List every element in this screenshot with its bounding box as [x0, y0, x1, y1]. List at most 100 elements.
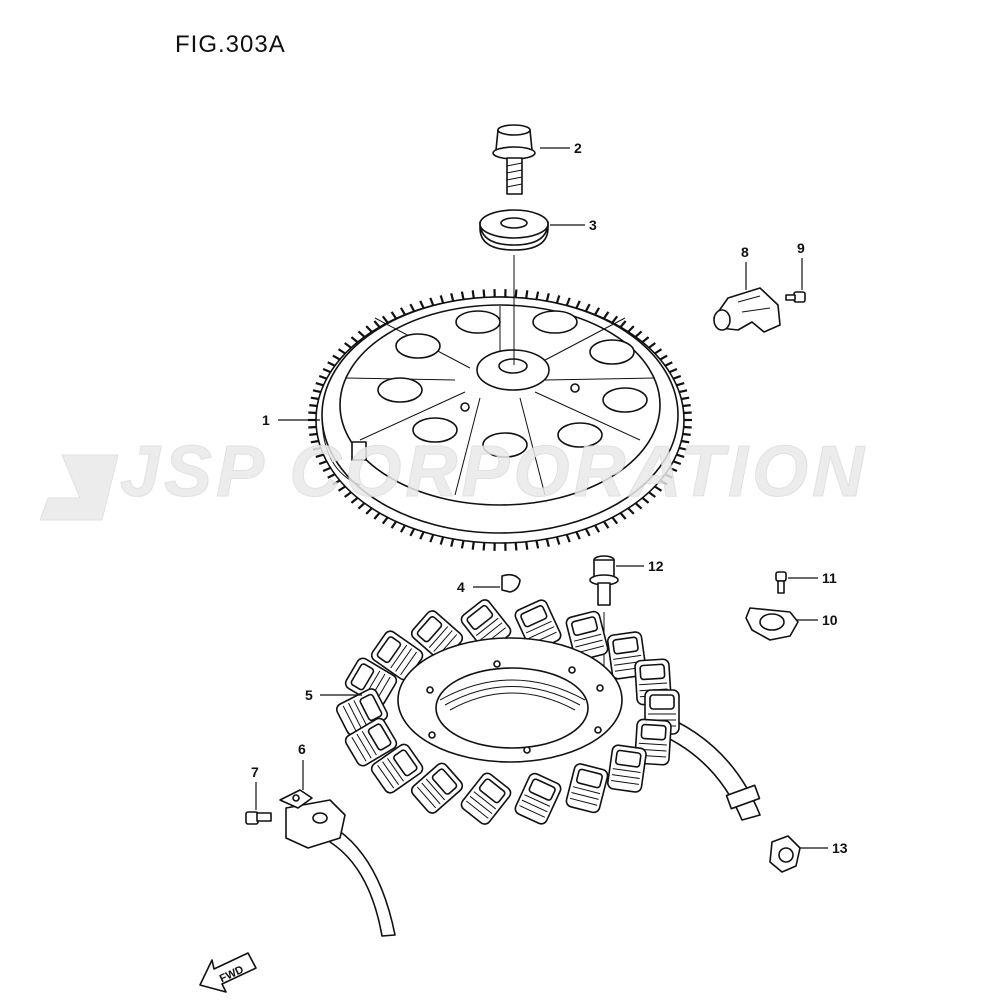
flywheel-holes — [377, 310, 648, 458]
stator-winding — [460, 772, 512, 825]
fwd-direction-arrow: FWD — [199, 952, 257, 993]
gear-tooth — [535, 540, 540, 549]
gear-tooth — [460, 540, 465, 549]
stator-winding — [370, 743, 424, 794]
sensor-screw — [785, 291, 806, 303]
gear-tooth — [390, 520, 398, 529]
gear-tooth — [565, 297, 571, 306]
gear-tooth — [429, 534, 435, 543]
gear-tooth — [460, 291, 465, 300]
gear-tooth — [669, 367, 678, 374]
gear-tooth — [682, 432, 691, 436]
gear-tooth — [648, 342, 656, 349]
callout-13: 13 — [800, 840, 848, 856]
gear-tooth — [676, 382, 685, 387]
gear-tooth — [672, 460, 682, 466]
gear-tooth — [357, 502, 366, 510]
gear-tooth — [315, 453, 324, 458]
gear-tooth — [575, 300, 581, 309]
gear-tooth — [594, 307, 601, 316]
stator-winding — [344, 717, 398, 767]
callout-9: 9 — [797, 240, 805, 290]
gear-tooth — [619, 512, 627, 520]
callout-8: 8 — [741, 244, 749, 290]
flywheel-bolt — [492, 124, 536, 195]
gear-tooth — [419, 531, 425, 540]
gear-tooth — [315, 382, 324, 387]
svg-text:5: 5 — [305, 687, 313, 703]
stator-winding — [410, 762, 464, 814]
pulser-coil — [279, 789, 396, 937]
gear-tooth — [676, 453, 685, 458]
gear-tooth — [611, 516, 619, 525]
gear-tooth — [327, 473, 336, 479]
watermark: JSP CORPORATION — [39, 432, 868, 521]
gear-tooth — [322, 367, 331, 374]
pulser-screw — [245, 811, 272, 825]
svg-text:11: 11 — [822, 570, 837, 586]
gear-tooth — [373, 512, 381, 520]
gear-tooth — [429, 297, 435, 306]
watermark-text: JSP CORPORATION — [120, 432, 868, 512]
gear-tooth — [399, 524, 406, 533]
gear-tooth — [681, 396, 690, 401]
callout-5: 5 — [305, 687, 362, 703]
washer — [479, 209, 549, 251]
gear-tooth — [545, 293, 550, 302]
gear-tooth — [337, 485, 346, 492]
gear-tooth — [308, 411, 317, 415]
gear-tooth — [332, 354, 341, 361]
callout-4: 4 — [457, 579, 500, 595]
gear-tooth — [555, 295, 561, 304]
callout-7: 7 — [251, 764, 259, 810]
gear-tooth — [584, 528, 591, 537]
gear-tooth — [381, 315, 389, 324]
gear-tooth — [525, 541, 529, 550]
stator-coil — [335, 599, 761, 825]
gear-tooth — [514, 289, 518, 298]
sensor — [713, 287, 781, 333]
gear-tooth — [683, 411, 692, 415]
gear-tooth — [678, 389, 688, 394]
gear-tooth — [439, 536, 445, 545]
gear-tooth — [322, 466, 331, 473]
stator-bolt-holes — [426, 660, 604, 754]
gear-tooth — [682, 404, 691, 408]
gear-tooth — [471, 290, 475, 299]
gear-tooth — [350, 497, 359, 504]
gear-tooth — [309, 432, 318, 436]
svg-text:4: 4 — [457, 579, 465, 595]
gear-tooth — [535, 291, 540, 300]
gear-tooth — [664, 473, 673, 479]
callouts: 1 2 3 4 5 6 7 8 — [251, 140, 848, 856]
stator-winding — [514, 772, 562, 825]
gear-tooth — [659, 354, 668, 361]
gear-tooth — [594, 524, 601, 533]
callout-6: 6 — [298, 741, 306, 790]
stator-bolt — [589, 555, 619, 606]
gear-tooth — [365, 325, 373, 333]
callout-2: 2 — [540, 140, 582, 156]
callout-12: 12 — [616, 558, 664, 574]
gear-tooth — [409, 303, 416, 312]
gear-tooth — [482, 542, 486, 551]
gear-tooth — [641, 497, 650, 504]
gear-tooth — [678, 446, 688, 451]
gear-tooth — [648, 491, 656, 498]
svg-text:10: 10 — [822, 612, 838, 628]
stator-windings — [335, 599, 680, 825]
gear-tooth — [482, 289, 486, 298]
gear-tooth — [555, 536, 561, 545]
gear-tooth — [350, 336, 359, 343]
gear-tooth — [514, 542, 518, 551]
gear-tooth — [312, 446, 322, 451]
gear-tooth — [327, 361, 336, 367]
svg-text:2: 2 — [574, 140, 582, 156]
gear-tooth — [654, 348, 663, 355]
stator-winding — [606, 744, 647, 793]
clamp — [745, 607, 799, 641]
gear-tooth — [312, 389, 322, 394]
gear-tooth — [419, 300, 425, 309]
svg-text:1: 1 — [262, 412, 270, 428]
gear-tooth — [525, 290, 529, 299]
